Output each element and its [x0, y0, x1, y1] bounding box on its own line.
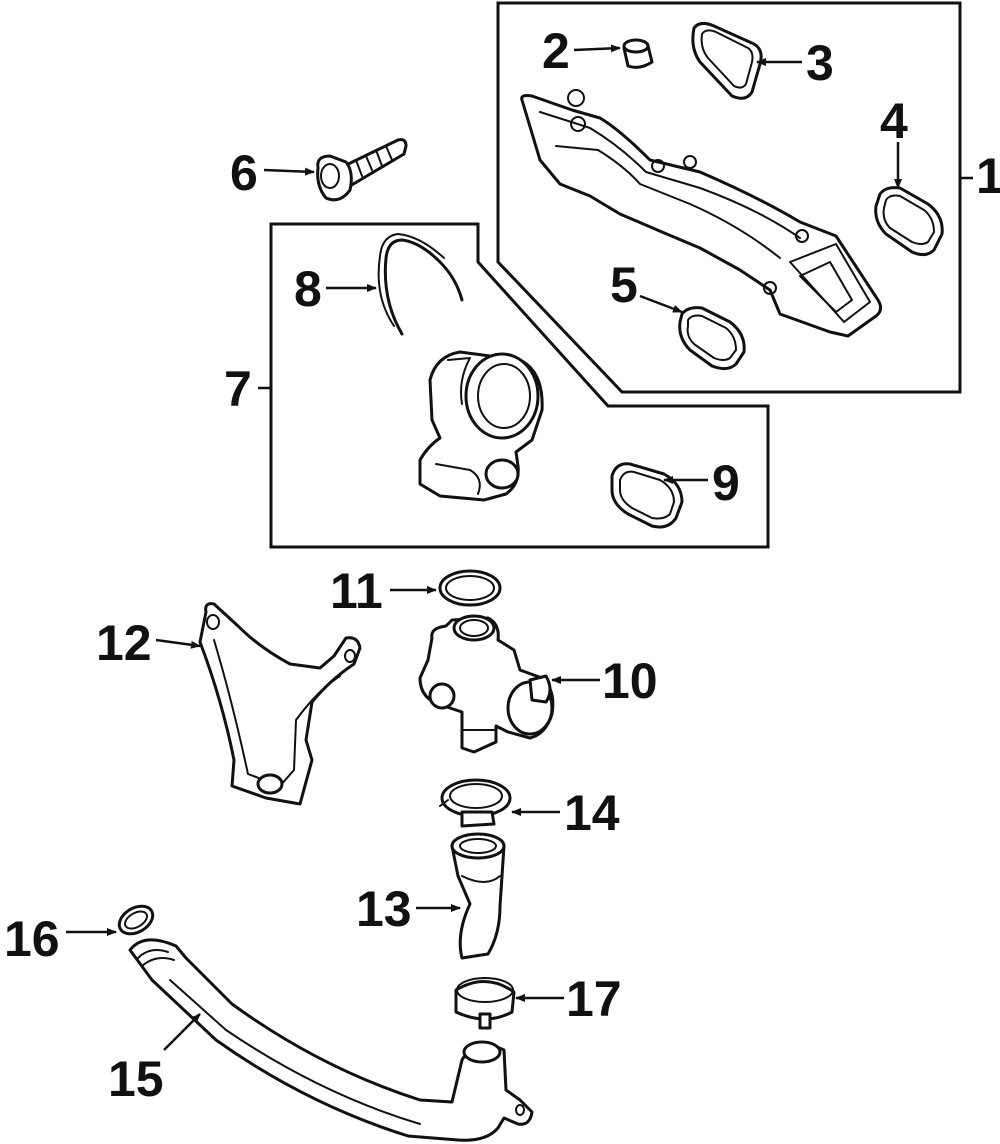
intake-manifold-icon — [520, 89, 883, 338]
callout-16: 16 — [4, 911, 60, 967]
callout-8: 8 — [294, 261, 322, 317]
callout-5: 5 — [610, 257, 638, 313]
throttle-body-icon — [418, 350, 544, 502]
callout-arrows — [66, 44, 902, 1051]
hose-icon — [450, 832, 506, 960]
gasket-icon — [691, 21, 763, 100]
wire-clip-icon — [377, 233, 464, 336]
callout-17: 17 — [566, 971, 622, 1027]
callout-14: 14 — [564, 785, 620, 841]
o-ring-icon — [438, 569, 502, 607]
heat-shield-icon — [198, 602, 362, 806]
gasket-icon — [874, 186, 944, 257]
o-ring-icon — [117, 904, 155, 936]
callout-12: 12 — [96, 615, 152, 671]
callout-13: 13 — [356, 881, 412, 937]
assembly-box-7 — [269, 222, 770, 549]
callout-4: 4 — [880, 93, 908, 149]
callout-15: 15 — [108, 1051, 164, 1107]
hose-clamp-icon — [454, 977, 516, 1030]
coolant-pipe-icon — [128, 938, 534, 1142]
callout-9: 9 — [712, 455, 740, 511]
assembly-box-1 — [496, 1, 962, 394]
bolt-icon — [316, 138, 408, 202]
callout-7: 7 — [224, 361, 252, 417]
plug-icon — [622, 38, 654, 69]
hose-clamp-icon — [439, 778, 512, 828]
callout-2: 2 — [542, 23, 570, 79]
callout-11: 11 — [330, 563, 383, 619]
gasket-icon — [610, 462, 684, 529]
gasket-icon — [678, 306, 746, 371]
callout-1: 1 — [976, 148, 1000, 204]
callout-10: 10 — [602, 653, 658, 709]
callout-3: 3 — [806, 35, 834, 91]
coolant-housing-icon — [418, 614, 555, 754]
callout-6: 6 — [230, 145, 258, 201]
